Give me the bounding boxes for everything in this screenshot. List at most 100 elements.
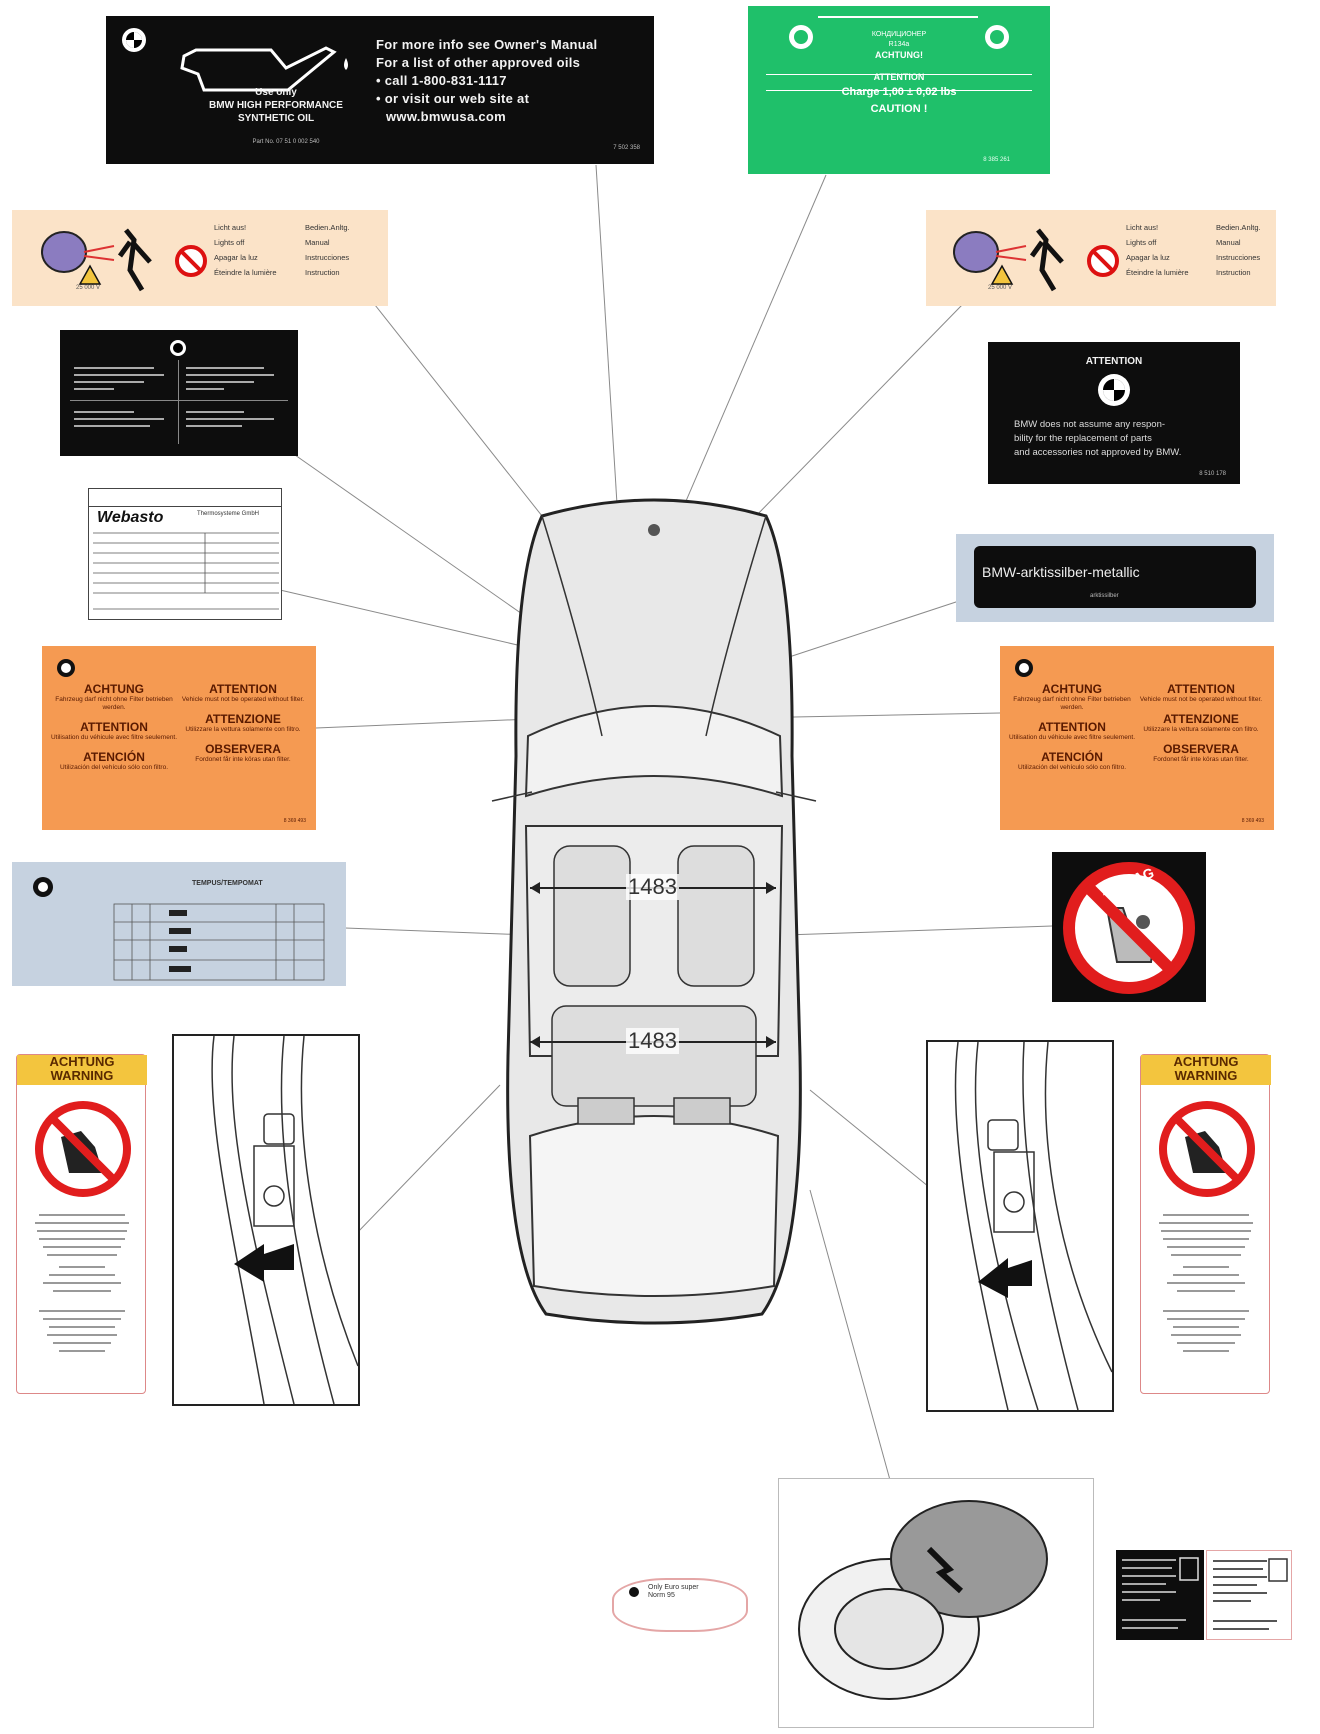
warning-sticker-left: ACHTUNG WARNING — [16, 1054, 147, 1394]
filter-heading: ATTENTION — [1167, 682, 1235, 696]
lights-voltage-right: 25 000 V — [988, 285, 1013, 291]
warning-hdr2: WARNING — [50, 1068, 114, 1083]
oil-label-code: 7 502 358 — [613, 145, 640, 151]
oil-right-text: For more info see Owner's Manual For a l… — [376, 36, 646, 126]
leader-line-fuel — [809, 1189, 891, 1481]
no-child-seat-icon — [1159, 1101, 1255, 1197]
oil-left-line-1: Use only — [255, 87, 297, 98]
door-pillar-sketch — [211, 1035, 359, 1405]
fuel-line-2: Norm 95 — [648, 1592, 675, 1599]
filter-heading: ACHTUNG — [84, 682, 144, 696]
divider — [70, 400, 288, 401]
high-voltage-hazard-icon — [953, 228, 1064, 292]
filter-text: Vehicle must not be operated without fil… — [181, 696, 305, 703]
ac-line-2: R134a — [888, 41, 910, 48]
filter-code: 8 369 493 — [1241, 818, 1264, 824]
fuel-type-label: Only Euro super Norm 95 — [612, 1578, 748, 1632]
fuel-info-label-light — [1206, 1550, 1292, 1640]
lights-text: Éteindre la lumière — [214, 268, 277, 277]
fuel-info-label-dark — [1116, 1550, 1204, 1640]
lights-col2-right: Bedien.Anltg. Manual Instrucciones Instr… — [1216, 220, 1261, 280]
lights-label-right: 25 000 V Licht aus! Lights off Apagar la… — [926, 210, 1276, 306]
oil-left-text: Use only BMW HIGH PERFORMANCE SYNTHETIC … — [146, 86, 406, 125]
lights-text: Bedien.Anltg. — [305, 223, 350, 232]
filter-heading: ATTENZIONE — [205, 712, 281, 726]
paint-name: BMW-arktissilber-metallic — [982, 564, 1140, 580]
airbag-label: AIRBAG — [1052, 852, 1206, 1002]
paint-sub: arktissilber — [1090, 593, 1119, 599]
oil-right-line-1: For more info see Owner's Manual — [376, 37, 598, 52]
no-light-icon — [1087, 245, 1119, 277]
oil-can-icon — [180, 46, 348, 92]
no-child-seat-icon — [35, 1101, 131, 1197]
bmw-logo-icon — [648, 524, 660, 536]
paint-label-inner: BMW-arktissilber-metallic arktissilber — [974, 546, 1256, 608]
paint-label: BMW-arktissilber-metallic arktissilber — [956, 534, 1274, 622]
bmw-logo-icon — [629, 1587, 639, 1597]
warning-fine-print — [1159, 1214, 1253, 1352]
fuel-fine-print — [1122, 1557, 1199, 1629]
leader-line-lights-right — [751, 304, 963, 521]
ac-rule — [766, 90, 1032, 91]
filter-heading: ATTENZIONE — [1163, 712, 1239, 726]
lights-text: Manual — [1216, 238, 1241, 247]
high-voltage-hazard-icon — [41, 228, 152, 292]
leader-line-oil — [595, 164, 619, 521]
door-pillar-sketch — [954, 1041, 1113, 1411]
filter-heading: ATENCIÓN — [83, 750, 145, 764]
fuel-filler-sketch — [798, 1500, 1048, 1700]
leader-line-black-small — [294, 454, 546, 631]
leader-line-airbag — [784, 925, 1053, 936]
bmw-logo-icon — [170, 340, 186, 356]
filter-text: Utilización del vehículo sólo con filtro… — [1017, 764, 1127, 771]
filter-right-col: ATTENTION Vehicle must not be operated w… — [1136, 682, 1266, 764]
ac-line-6: CAUTION ! — [870, 103, 928, 115]
filter-heading: ATTENTION — [1038, 720, 1106, 734]
car-top-view — [491, 498, 817, 1325]
lights-text: Instrucciones — [1216, 253, 1261, 262]
bmw-logo-icon — [1098, 374, 1130, 406]
fine-print-lines — [74, 367, 274, 427]
fuel-filler-drawing — [778, 1478, 1094, 1728]
attention-line-3: and accessories not approved by BMW. — [1014, 447, 1182, 458]
bmw-logo-icon — [1015, 659, 1033, 677]
webasto-top-row — [89, 489, 281, 507]
lights-text: Lights off — [1126, 238, 1157, 247]
attention-title: ATTENTION — [1085, 356, 1143, 367]
no-light-icon — [175, 245, 207, 277]
oil-label: Use only BMW HIGH PERFORMANCE SYNTHETIC … — [106, 16, 654, 164]
lights-text: Bedien.Anltg. — [1216, 223, 1261, 232]
oil-part-number: Part No. 07 51 0 002 540 — [252, 139, 320, 145]
divider — [178, 360, 179, 444]
oil-left-line-2: BMW HIGH PERFORMANCE — [209, 100, 343, 111]
leader-line-door-right — [809, 1089, 946, 1201]
lights-text: Licht aus! — [214, 223, 247, 232]
ac-code: 8 385 261 — [983, 157, 1010, 163]
bmw-logo-icon — [789, 25, 813, 49]
attention-line-1: BMW does not assume any respon- — [1014, 419, 1166, 430]
warning-hdr2: WARNING — [1174, 1068, 1238, 1083]
bmw-logo-icon — [122, 28, 146, 52]
instruction-label-black — [60, 330, 298, 456]
lights-label-left: 25 000 V Licht aus! Lights off Apagar la… — [12, 210, 388, 306]
filter-text: Utilisation du véhicule avec filtre seul… — [50, 734, 178, 741]
leader-line-tire — [344, 927, 531, 936]
filter-heading: ATTENTION — [80, 720, 148, 734]
ac-line-5: Charge 1,00 ± 0,02 lbs — [841, 86, 957, 98]
warning-hdr1: ACHTUNG — [1173, 1054, 1239, 1069]
door-pillar-drawing-right — [926, 1040, 1114, 1412]
filter-label-right: ACHTUNG Fahrzeug darf nicht ohne Filter … — [1000, 646, 1274, 830]
lights-text: Apagar la luz — [1126, 253, 1170, 262]
ac-text: КОНДИЦИОНЕР R134a ACHTUNG! ATTENTION Cha… — [748, 30, 1050, 116]
filter-text: Utilización del vehículo sólo con filtro… — [59, 764, 169, 771]
oil-right-line-3: • call 1-800-831-1117 — [376, 73, 507, 88]
filter-right-col: ATTENTION Vehicle must not be operated w… — [178, 682, 308, 764]
bmw-logo-icon — [33, 877, 53, 897]
oil-right-line-2: For a list of other approved oils — [376, 55, 581, 70]
oil-right-line-5: www.bmwusa.com — [386, 109, 507, 124]
webasto-subtitle: Thermosysteme GmbH — [197, 511, 260, 517]
attention-label: ATTENTION BMW does not assume any respon… — [988, 342, 1240, 484]
lights-text: Instruction — [305, 268, 340, 277]
webasto-brand: Webasto — [97, 509, 164, 526]
